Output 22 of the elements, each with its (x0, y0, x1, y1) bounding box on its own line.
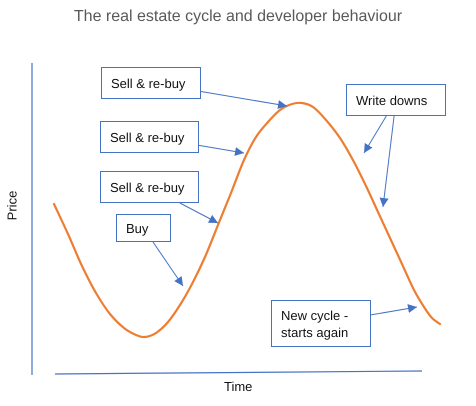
callout-box (101, 67, 201, 99)
leader-arrow (198, 144, 244, 156)
chart-title: The real estate cycle and developer behaviour (74, 8, 402, 25)
callout-box (346, 84, 446, 116)
leader-arrow (200, 91, 288, 109)
callout-box (271, 300, 371, 347)
callout-box (116, 214, 171, 242)
callout-text: New cycle - starts again (281, 306, 350, 340)
callout-text: Write downs (356, 92, 428, 108)
axis-title: Time (224, 378, 252, 394)
leader-arrow (380, 116, 395, 208)
leader-arrow (179, 202, 218, 224)
leader-arrow (152, 242, 184, 286)
axis-title: Price (4, 190, 20, 220)
callout-text: Buy (126, 220, 148, 236)
callout-text: Sell & re-buy (110, 178, 184, 196)
callout-text: Sell & re-buy (111, 74, 186, 92)
leader-arrow (364, 116, 387, 154)
leader-arrow (370, 304, 418, 316)
callout-text: Sell & re-buy (110, 128, 184, 146)
callout-box (100, 171, 199, 203)
callout-box (100, 121, 199, 153)
